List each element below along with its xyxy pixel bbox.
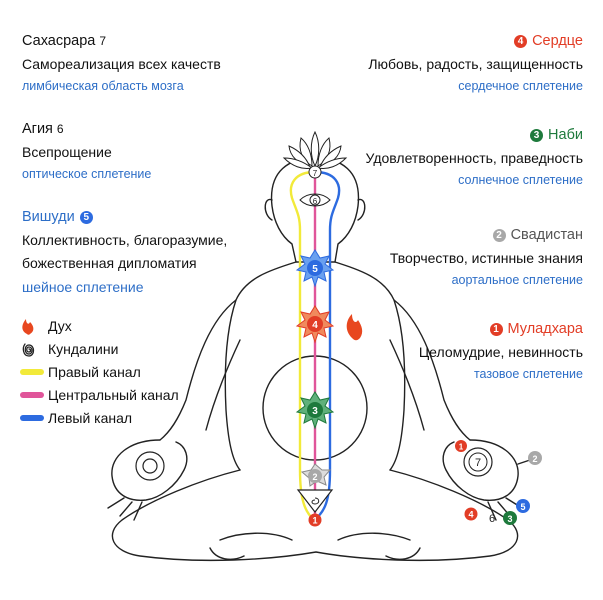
arm-right: [393, 299, 471, 441]
chakra-2-number: 2: [312, 472, 317, 482]
mooladhara-plexus: тазовое сплетение: [473, 367, 583, 381]
legend-left-channel: Левый канал: [20, 406, 179, 429]
left-channel-line: [312, 170, 341, 522]
left-palm-spiral: [135, 451, 165, 481]
heart-block: 4 Сердце Любовь, радость, защищенность се…: [368, 30, 583, 96]
finger-3-number: 3: [507, 514, 512, 524]
chakra-4-number: 4: [312, 320, 318, 331]
chakra-3-marker: [295, 391, 335, 430]
torso-outline: [224, 261, 406, 471]
sahasrara-title: Сахасрара: [22, 33, 96, 49]
vishuddhi-block: Вишуди 5 Коллективность, благоразумие, бо…: [22, 206, 227, 299]
finger-4-number: 4: [468, 510, 473, 520]
finger-5-number: 5: [520, 502, 525, 512]
chakra-3-number: 3: [312, 406, 318, 417]
legend: Дух Кундалини Правый канал Центральный к…: [20, 314, 179, 429]
nabhi-plexus: солнечное сплетение: [458, 173, 583, 187]
flame-icon: [22, 318, 34, 335]
heart-flame-icon: [346, 314, 363, 341]
legend-central-channel-label: Центральный канал: [48, 386, 179, 403]
sahasrara-plexus: лимбическая область мозга: [22, 79, 184, 93]
kundalini-triangle: [296, 489, 334, 513]
inner-arm-right: [389, 339, 425, 431]
left-channel-swatch: [20, 414, 44, 421]
right-palm-7-ring: [463, 447, 493, 477]
mooladhara-quality: Целомудрие, невинность: [418, 344, 583, 360]
nabhi-block: 3 Наби Удовлетворенность, праведность сол…: [366, 124, 583, 190]
swadisthan-title: Свадистан: [510, 227, 583, 243]
sahasrara-number: 7: [99, 34, 107, 48]
feet: [209, 532, 421, 560]
chakra-7-marker: [308, 165, 322, 179]
right-palm-7-number: 7: [475, 457, 481, 469]
chakra-1-marker: [308, 513, 322, 527]
agia-plexus: оптическое сплетение: [22, 167, 152, 181]
sahasrara-lotus: [282, 130, 348, 169]
finger-4-marker: [464, 507, 478, 521]
legend-left-channel-label: Левый канал: [48, 409, 133, 426]
right-palm-2-marker: [528, 451, 542, 465]
ear-right: [357, 198, 366, 221]
legend-right-channel: Правый канал: [20, 360, 179, 383]
legend-kundalini-label: Кундалини: [48, 340, 119, 357]
legend-right-channel-label: Правый канал: [48, 363, 141, 380]
sahasrara-quality: Самореализация всех качеств: [22, 56, 221, 72]
mooladhara-block: 1 Муладхара Целомудрие, невинность тазово…: [419, 318, 583, 384]
finger-6-number: 6: [489, 513, 495, 525]
chakra-6-marker: [299, 193, 331, 207]
swadisthan-quality: Творчество, истинные знания: [389, 250, 583, 266]
heart-title: Сердце: [532, 33, 583, 49]
mooladhara-number-badge: 1: [489, 323, 503, 336]
legend-central-channel: Центральный канал: [20, 383, 179, 406]
spiral-icon: [22, 342, 35, 357]
right-channel-line: [289, 170, 317, 522]
nabhi-quality: Удовлетворенность, праведность: [365, 150, 583, 166]
heart-quality: Любовь, радость, защищенность: [368, 56, 583, 72]
right-palm-1-marker: [455, 440, 467, 452]
swadisthan-number-badge: 2: [492, 229, 506, 242]
heart-number-badge: 4: [514, 35, 528, 48]
finger-3-marker: [503, 511, 517, 525]
finger-5-marker: [516, 499, 530, 513]
chakra-5-marker: [295, 249, 335, 288]
nabhi-number-badge: 3: [530, 129, 544, 142]
chakra-6-number: 6: [313, 197, 318, 206]
vishuddhi-number-badge: 5: [79, 211, 93, 224]
ear-left: [264, 198, 273, 221]
vishuddhi-quality-line2: божественная дипломатия: [22, 255, 197, 271]
swadisthan-plexus: аортальное сплетение: [451, 273, 583, 287]
heart-plexus: сердечное сплетение: [458, 79, 583, 93]
legend-spirit-label: Дух: [48, 317, 72, 334]
nabhi-title: Наби: [548, 127, 583, 143]
vishuddhi-title: Вишуди: [22, 209, 75, 225]
arm-left: [159, 299, 237, 441]
agia-title: Агия: [22, 121, 53, 137]
hand-right: [442, 439, 531, 521]
vishuddhi-quality-line1: Коллективность, благоразумие,: [22, 232, 228, 248]
chakra-5-number: 5: [312, 264, 318, 275]
vishuddhi-plexus: шейное сплетение: [22, 279, 144, 295]
chakra-1-number: 1: [312, 516, 317, 526]
swadisthan-block: 2 Свадистан Творчество, истинные знания а…: [390, 224, 583, 290]
legend-kundalini: Кундалини: [20, 337, 179, 360]
right-palm-2-number: 2: [532, 454, 537, 464]
chakra-7-number: 7: [313, 169, 318, 178]
chakra-2-marker: [300, 463, 332, 487]
inner-arm-left: [205, 339, 241, 431]
right-palm-1-number: 1: [459, 443, 464, 452]
legend-spirit: Дух: [20, 314, 179, 337]
chakra-4-marker: [295, 305, 335, 344]
hand-left: [107, 439, 188, 521]
central-channel-swatch: [20, 391, 44, 398]
mooladhara-title: Муладхара: [507, 321, 583, 337]
agia-number: 6: [56, 122, 64, 136]
right-palm-7-marker: [468, 452, 488, 472]
right-channel-swatch: [20, 368, 44, 375]
agia-quality: Всепрощение: [22, 144, 112, 160]
